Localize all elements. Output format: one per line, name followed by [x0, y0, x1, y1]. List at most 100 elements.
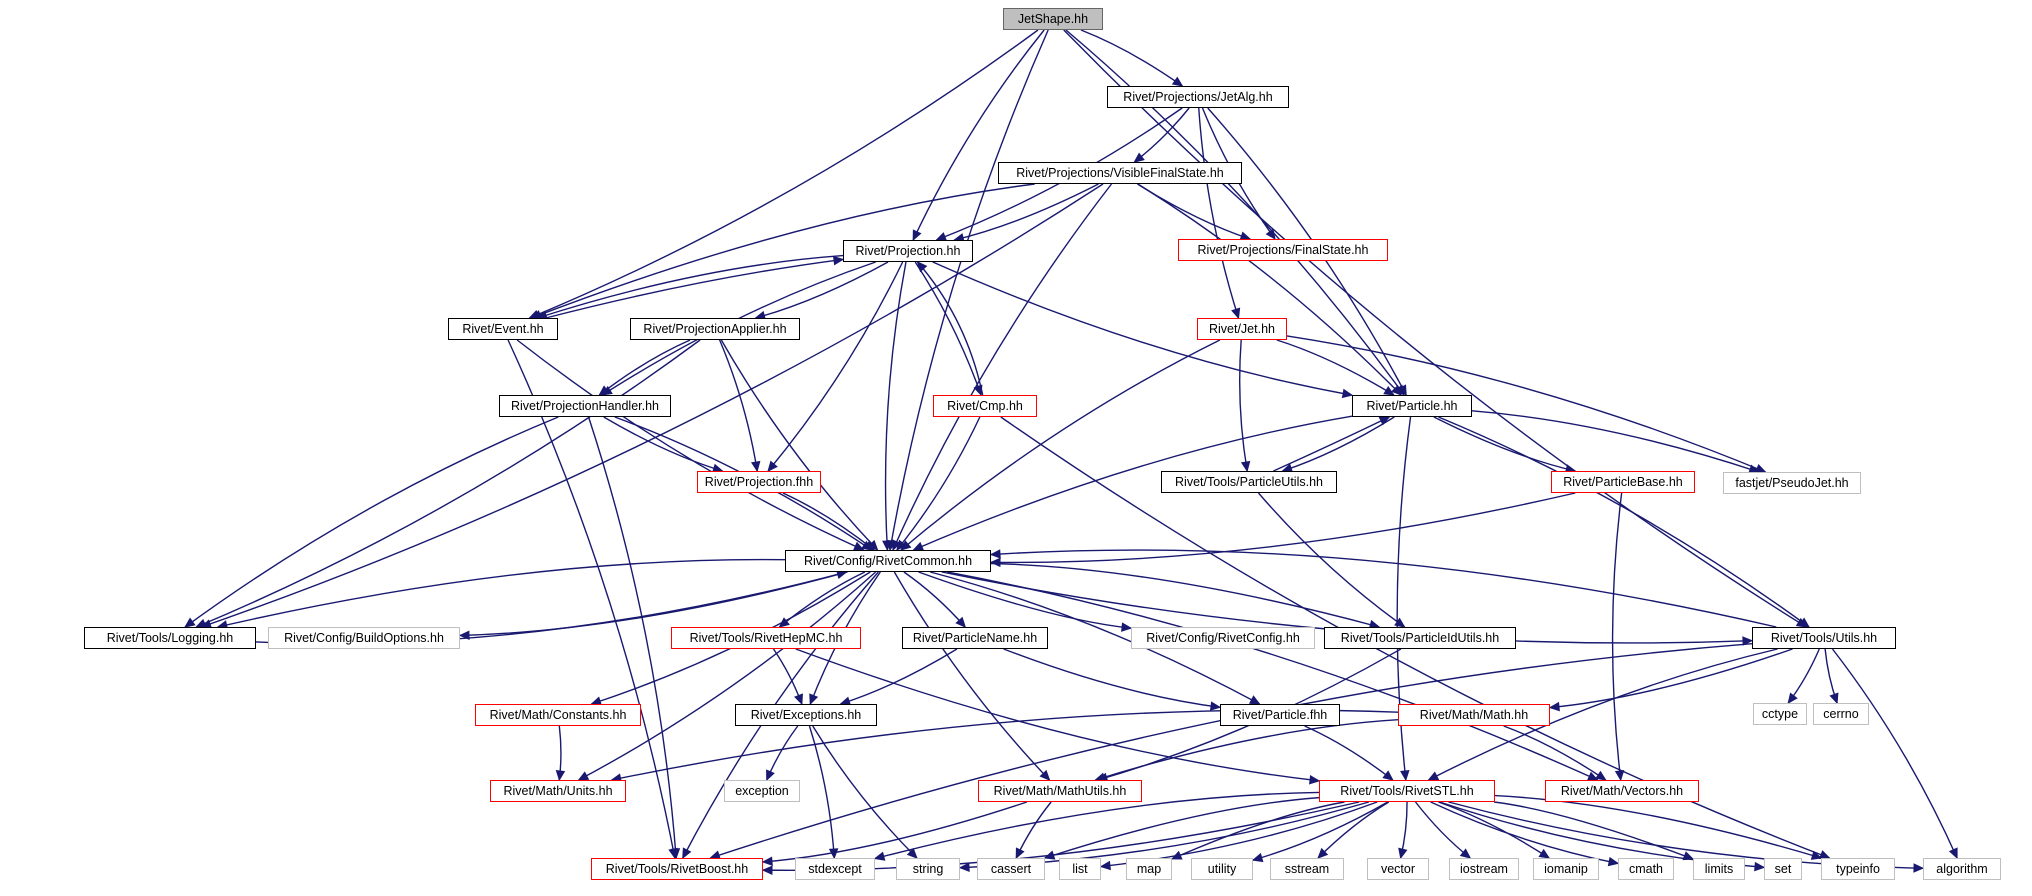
edge-projection-projectionapplier [755, 261, 889, 319]
edge-arrowhead [1538, 848, 1551, 859]
node-sstream: sstream [1270, 858, 1344, 880]
edge-particlefhh-rivetstl [1304, 725, 1394, 781]
edge-arrowhead [1240, 460, 1251, 473]
edge-arrowhead [1948, 847, 1958, 860]
edge-utils-algorithm [1831, 648, 1958, 859]
node-visiblefinalstate[interactable]: Rivet/Projections/VisibleFinalState.hh [998, 162, 1242, 184]
edge-particle-particleutils [1282, 416, 1395, 472]
edge-arrowhead [1427, 771, 1440, 781]
edge-arrowhead [900, 540, 912, 551]
node-projection[interactable]: Rivet/Projection.hh [843, 240, 973, 262]
edge-jetshape-rivetcommon [889, 29, 1049, 551]
edge-jet-particleutils [1238, 339, 1248, 472]
edge-jetshape-utils [1063, 29, 1807, 628]
edge-rivetstl-typeinfo [1494, 794, 1822, 859]
edge-arrowhead [1382, 770, 1394, 781]
edge-rivetcommon-vectors [946, 571, 1598, 781]
edge-arrowhead [761, 856, 773, 866]
node-units[interactable]: Rivet/Math/Units.hh [490, 780, 626, 802]
node-event[interactable]: Rivet/Event.hh [448, 318, 558, 340]
edge-projectionfhh-rivetcommon [782, 492, 875, 551]
node-rivetboost[interactable]: Rivet/Tools/RivetBoost.hh [591, 858, 763, 880]
node-particleutils[interactable]: Rivet/Tools/ParticleUtils.hh [1161, 471, 1337, 493]
edge-arrowhead [1383, 385, 1395, 396]
edge-particlebase-rivetcommon [990, 492, 1576, 564]
edge-rivetstl-cmath [1430, 801, 1619, 865]
node-projectionapplier[interactable]: Rivet/ProjectionApplier.hh [630, 318, 800, 340]
edge-arrowhead [989, 557, 1001, 568]
edge-visiblefinalstate-finalstate [1137, 183, 1251, 240]
edge-arrowhead [750, 460, 761, 473]
edge-jetshape-jetalg [1080, 29, 1183, 87]
node-exceptions[interactable]: Rivet/Exceptions.hh [735, 704, 877, 726]
edge-utils-rivetstl [1428, 648, 1778, 781]
node-limits: limits [1693, 858, 1745, 880]
edge-arrowhead [682, 847, 692, 860]
edge-particle-pseudojet [1471, 410, 1759, 473]
edge-rivetstl-map [1171, 801, 1345, 860]
edge-event-projection [545, 258, 844, 319]
node-finalstate[interactable]: Rivet/Projections/FinalState.hh [1178, 239, 1388, 261]
node-utils[interactable]: Rivet/Tools/Utils.hh [1752, 627, 1896, 649]
edge-visiblefinalstate-projection [954, 183, 1099, 241]
edge-rivetcommon-units [578, 571, 877, 781]
edge-projectionapplier-logging [196, 339, 701, 628]
node-vectors[interactable]: Rivet/Math/Vectors.hh [1545, 780, 1699, 802]
edge-particle-rivetcommon [913, 415, 1353, 551]
node-particle[interactable]: Rivet/Particle.hh [1352, 395, 1472, 417]
edge-arrowhead [1251, 852, 1264, 863]
edge-arrowhead [1209, 701, 1222, 711]
edge-jetshape-projection [912, 29, 1045, 241]
edge-rivetstl-sstream [1317, 801, 1390, 859]
node-rivethepmc[interactable]: Rivet/Tools/RivetHepMC.hh [671, 627, 861, 649]
node-particleidutils[interactable]: Rivet/Tools/ParticleIdUtils.hh [1324, 627, 1516, 649]
edge-arrowhead [1341, 388, 1354, 399]
node-iomanip: iomanip [1533, 858, 1599, 880]
edge-arrowhead [1043, 850, 1056, 860]
node-string: string [896, 858, 960, 880]
node-mathutils[interactable]: Rivet/Math/MathUtils.hh [978, 780, 1142, 802]
edge-arrowhead [1398, 847, 1408, 860]
edge-arrowhead [1614, 770, 1625, 782]
edge-arrowhead [832, 255, 845, 266]
node-projectionhandler[interactable]: Rivet/ProjectionHandler.hh [499, 395, 671, 417]
node-typeinfo: typeinfo [1821, 858, 1895, 880]
edge-jet-rivetcommon [900, 339, 1221, 551]
node-rivetcommon[interactable]: Rivet/Config/RivetCommon.hh [785, 550, 991, 572]
edge-projection-particle [932, 261, 1353, 396]
edge-arrowhead [912, 229, 922, 242]
node-rivetstl[interactable]: Rivet/Tools/RivetSTL.hh [1319, 780, 1495, 802]
node-particlename[interactable]: Rivet/ParticleName.hh [902, 627, 1048, 649]
edge-event-rivetcommon [516, 339, 864, 551]
edge-arrowhead [555, 769, 566, 782]
edge-arrowhead [577, 771, 590, 781]
node-projectionfhh[interactable]: Rivet/Projection.fhh [697, 471, 821, 493]
edge-jetshape-event [529, 29, 1039, 319]
node-particlefhh[interactable]: Rivet/Particle.fhh [1220, 704, 1340, 726]
node-particlebase[interactable]: Rivet/ParticleBase.hh [1551, 471, 1695, 493]
node-jet[interactable]: Rivet/Jet.hh [1197, 318, 1287, 340]
edge-projection-cmp [914, 261, 982, 396]
edge-rivetcommon-rivetconfig [918, 571, 1132, 629]
node-set: set [1764, 858, 1802, 880]
node-buildoptions: Rivet/Config/BuildOptions.hh [268, 627, 460, 649]
edge-arrowhead [1400, 770, 1410, 782]
node-logging[interactable]: Rivet/Tools/Logging.hh [84, 627, 256, 649]
node-list: list [1059, 858, 1101, 880]
edge-visiblefinalstate-logging [201, 183, 1104, 628]
edge-arrowhead [1829, 692, 1839, 705]
node-cmp[interactable]: Rivet/Cmp.hh [933, 395, 1037, 417]
edge-arrowhead [1397, 384, 1407, 397]
edge-rivetstl-limits [1494, 801, 1694, 860]
edge-particlebase-vectors [1611, 492, 1623, 781]
edge-arrowhead [863, 540, 876, 551]
edge-arrowhead [1309, 775, 1321, 785]
node-math[interactable]: Rivet/Math/Math.hh [1398, 704, 1550, 726]
node-jetalg[interactable]: Rivet/Projections/JetAlg.hh [1107, 86, 1289, 108]
node-jetshape[interactable]: JetShape.hh [1003, 8, 1103, 30]
edge-arrowhead [670, 848, 681, 860]
node-constants[interactable]: Rivet/Math/Constants.hh [475, 704, 641, 726]
edge-projection-rivetcommon [884, 261, 907, 551]
